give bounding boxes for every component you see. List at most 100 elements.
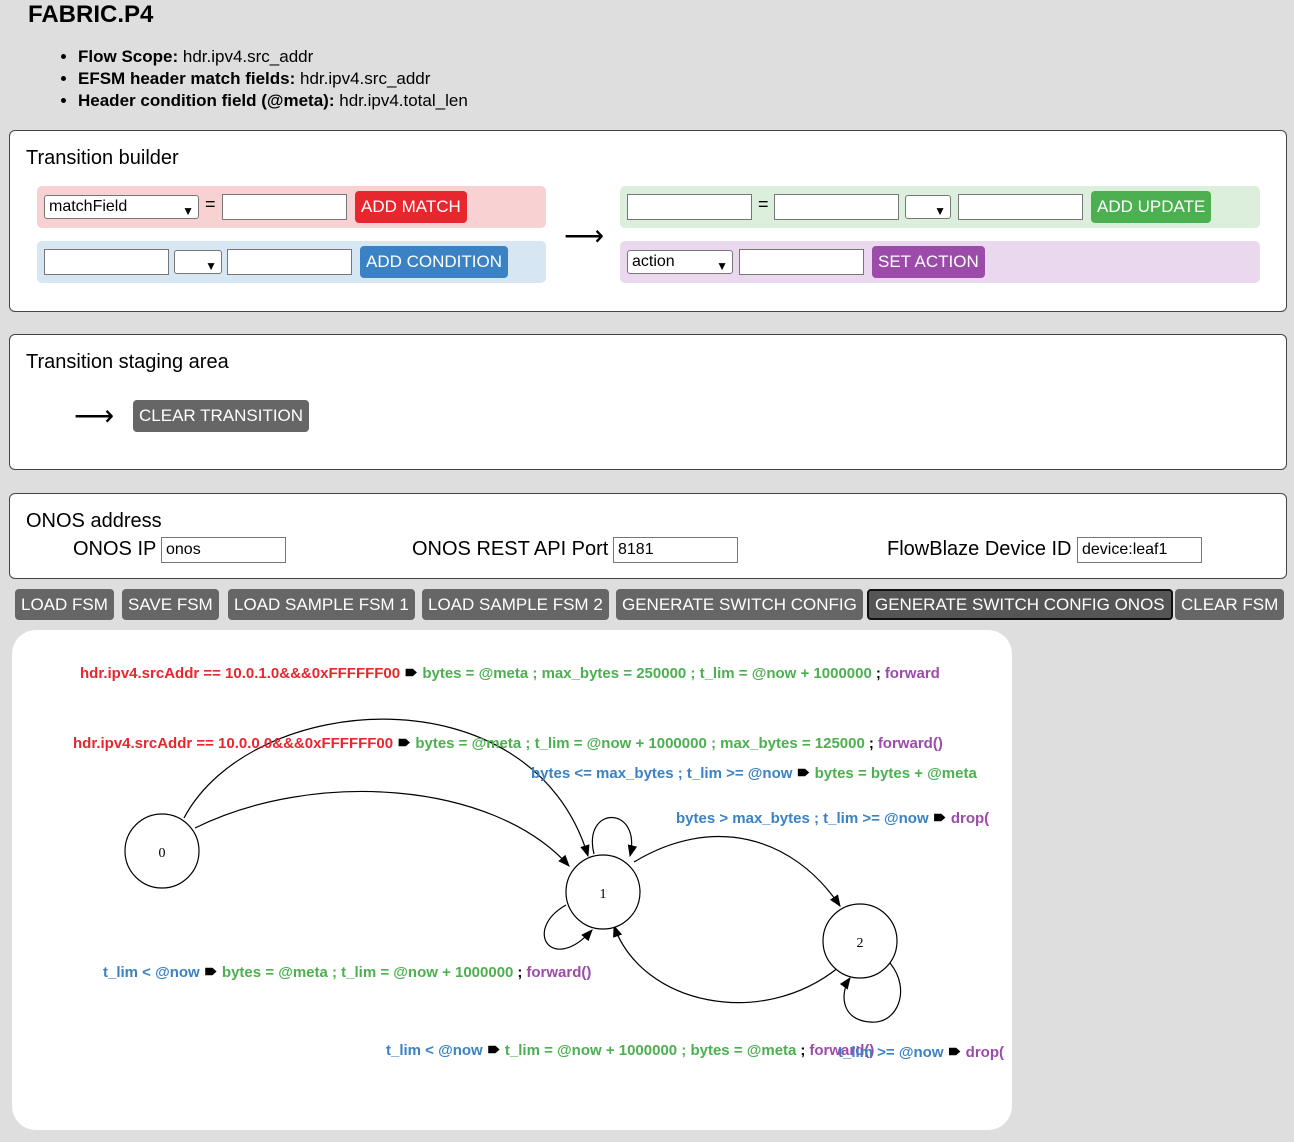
t6-cond: t_lim < @now [386, 1042, 483, 1059]
chevron-down-icon: ▼ [205, 259, 217, 273]
arrow-icon: 🠶 [205, 964, 217, 981]
t2-sep: ; [869, 735, 874, 752]
device-id-input[interactable] [1077, 537, 1202, 563]
transition-staging-panel: Transition staging area ⟶ CLEAR TRANSITI… [9, 334, 1287, 470]
load-fsm-button[interactable]: LOAD FSM [15, 589, 114, 620]
equals-sign: = [205, 194, 216, 214]
save-fsm-button[interactable]: SAVE FSM [122, 589, 219, 620]
transition-3-text: bytes <= max_bytes ; t_lim >= @now🠶 bytes… [531, 765, 977, 782]
info-label: EFSM header match fields: [78, 69, 296, 88]
page-title: FABRIC.P4 [28, 1, 154, 28]
chevron-down-icon: ▼ [716, 259, 728, 273]
load-sample-fsm-1-button[interactable]: LOAD SAMPLE FSM 1 [228, 589, 415, 620]
edge-1-1-top [591, 817, 638, 858]
t2-update: bytes = @meta ; t_lim = @now + 1000000 ;… [415, 735, 865, 752]
t4-cond: bytes > max_bytes ; t_lim >= @now [676, 810, 929, 827]
add-update-button[interactable]: ADD UPDATE [1091, 191, 1212, 223]
chevron-down-icon: ▼ [934, 204, 946, 218]
transition-label-5: t_lim < @now🠶bytes = @meta ; t_lim = @no… [103, 964, 591, 981]
transition-label-6: t_lim < @now 🠶 t_lim = @now + 1000000 ; by… [386, 1042, 874, 1059]
edge-2-2 [839, 962, 902, 1023]
arrow-icon: 🠶 [948, 1044, 960, 1061]
action-select[interactable]: action▼ [627, 250, 733, 274]
match-field-select[interactable]: matchField ▼ [44, 195, 199, 219]
transition-arrow: ⟶ [564, 220, 605, 251]
condition-left-input[interactable] [44, 249, 169, 275]
condition-right-input[interactable] [227, 249, 352, 275]
update-operand2-input[interactable] [958, 194, 1083, 220]
t1-sep: ; [876, 665, 881, 682]
add-match-button[interactable]: ADD MATCH [355, 191, 467, 223]
update-operator-select[interactable]: ▼ [905, 195, 951, 219]
info-label: Header condition field (@meta): [78, 91, 335, 110]
clear-fsm-button[interactable]: CLEAR FSM [1175, 589, 1285, 620]
arrow-icon: 🠶 [934, 810, 946, 827]
action-param-input[interactable] [739, 249, 864, 275]
transition-label-2: hdr.ipv4.srcAddr == 10.0.0.0&&&0xFFFFFF0… [73, 735, 943, 752]
info-label: Flow Scope: [78, 47, 179, 66]
t3-cond: bytes <= max_bytes ; t_lim >= @now [531, 765, 793, 782]
edge-0-1-upper [183, 718, 590, 858]
transition-4-text: bytes > max_bytes ; t_lim >= @now 🠶 drop( [676, 810, 989, 827]
arrow-icon: 🠶 [398, 735, 410, 752]
t6-update: t_lim = @now + 1000000 ; bytes = @meta [505, 1042, 797, 1059]
set-action-button[interactable]: SET ACTION [872, 246, 985, 278]
arrow-icon: 🠶 [405, 665, 417, 682]
info-value: hdr.ipv4.src_addr [182, 47, 314, 66]
fsm-canvas: 0 1 2 hdr.ipv4.srcAddr == 10.0.1.0&&&0xF… [12, 630, 1012, 1130]
t5-update: bytes = @meta ; t_lim = @now + 1000000 [222, 964, 513, 981]
match-row: matchField ▼ = ADD MATCH [37, 186, 546, 228]
match-value-input[interactable] [222, 194, 347, 220]
generate-switch-config-button[interactable]: GENERATE SWITCH CONFIG [616, 589, 863, 620]
device-id-label: FlowBlaze Device ID [887, 538, 1072, 560]
condition-operator-select[interactable]: ▼ [174, 250, 222, 274]
clear-transition-button[interactable]: CLEAR TRANSITION [133, 400, 310, 432]
update-operand1-input[interactable] [774, 194, 899, 220]
equals-sign: = [758, 194, 769, 214]
t5-sep: ; [517, 964, 522, 981]
transition-label-1: hdr.ipv4.srcAddr == 10.0.1.0&&&0xFFFFFF0… [80, 665, 940, 682]
transition-builder-panel: Transition builder matchField▼ = ADD MAT… [9, 130, 1287, 312]
select-value: matchField [49, 198, 128, 215]
edge-1-1-bottom [543, 904, 593, 950]
onos-ip-input[interactable] [161, 537, 286, 563]
t4-action: drop( [951, 810, 989, 827]
state-0[interactable]: 0 [124, 813, 200, 889]
state-2[interactable]: 2 [822, 903, 898, 979]
action-row: action▼ SET ACTION [620, 241, 1260, 283]
edge-0-1-lower [194, 790, 570, 867]
transition-7-text: t_lim >= @now🠶drop( [838, 1044, 1004, 1061]
panel-title: Transition staging area [26, 351, 229, 373]
arrow-icon: 🠶 [488, 1042, 500, 1059]
t2-action: forward() [878, 735, 943, 752]
state-1[interactable]: 1 [565, 854, 641, 930]
update-target-input[interactable] [627, 194, 752, 220]
t1-action: forward [885, 665, 940, 682]
transition-6-text: t_lim < @now 🠶 t_lim = @now + 1000000 ; by… [386, 1042, 874, 1059]
info-condition-field: Header condition field (@meta): hdr.ipv4… [78, 90, 468, 112]
generate-switch-config-onos-button[interactable]: GENERATE SWITCH CONFIG ONOS [867, 589, 1173, 620]
staging-arrow: ⟶ [74, 400, 115, 431]
arrow-icon: 🠶 [797, 765, 809, 782]
onos-ip-label: ONOS IP [73, 538, 157, 560]
info-flow-scope: Flow Scope: hdr.ipv4.src_addr [78, 46, 468, 68]
t1-update: bytes = @meta ; max_bytes = 250000 ; t_l… [422, 665, 872, 682]
state-label: 1 [600, 887, 607, 902]
edge-2-1 [613, 924, 840, 1004]
t7-cond: t_lim >= @now [838, 1044, 944, 1061]
transition-2-text: hdr.ipv4.srcAddr == 10.0.0.0&&&0xFFFFFF0… [73, 735, 943, 752]
edge-1-2 [633, 835, 841, 907]
condition-row: ▼ ADD CONDITION [37, 241, 546, 283]
state-label: 2 [857, 936, 864, 951]
load-sample-fsm-2-button[interactable]: LOAD SAMPLE FSM 2 [422, 589, 609, 620]
info-value: hdr.ipv4.total_len [339, 91, 468, 110]
info-value: hdr.ipv4.src_addr [300, 69, 431, 88]
t2-match: hdr.ipv4.srcAddr == 10.0.0.0&&&0xFFFFFF0… [73, 735, 393, 752]
transition-label-3: bytes <= max_bytes ; t_lim >= @now🠶 bytes… [531, 765, 977, 782]
transition-label-4: bytes > max_bytes ; t_lim >= @now 🠶 drop( [676, 810, 989, 827]
onos-port-input[interactable] [613, 537, 738, 563]
t3-update: bytes = bytes + @meta [815, 765, 978, 782]
fsm-diagram: 0 1 2 hdr.ipv4.srcAddr == 10.0.1.0&&&0xF… [73, 665, 1004, 1061]
add-condition-button[interactable]: ADD CONDITION [360, 246, 508, 278]
chevron-down-icon: ▼ [182, 204, 194, 218]
